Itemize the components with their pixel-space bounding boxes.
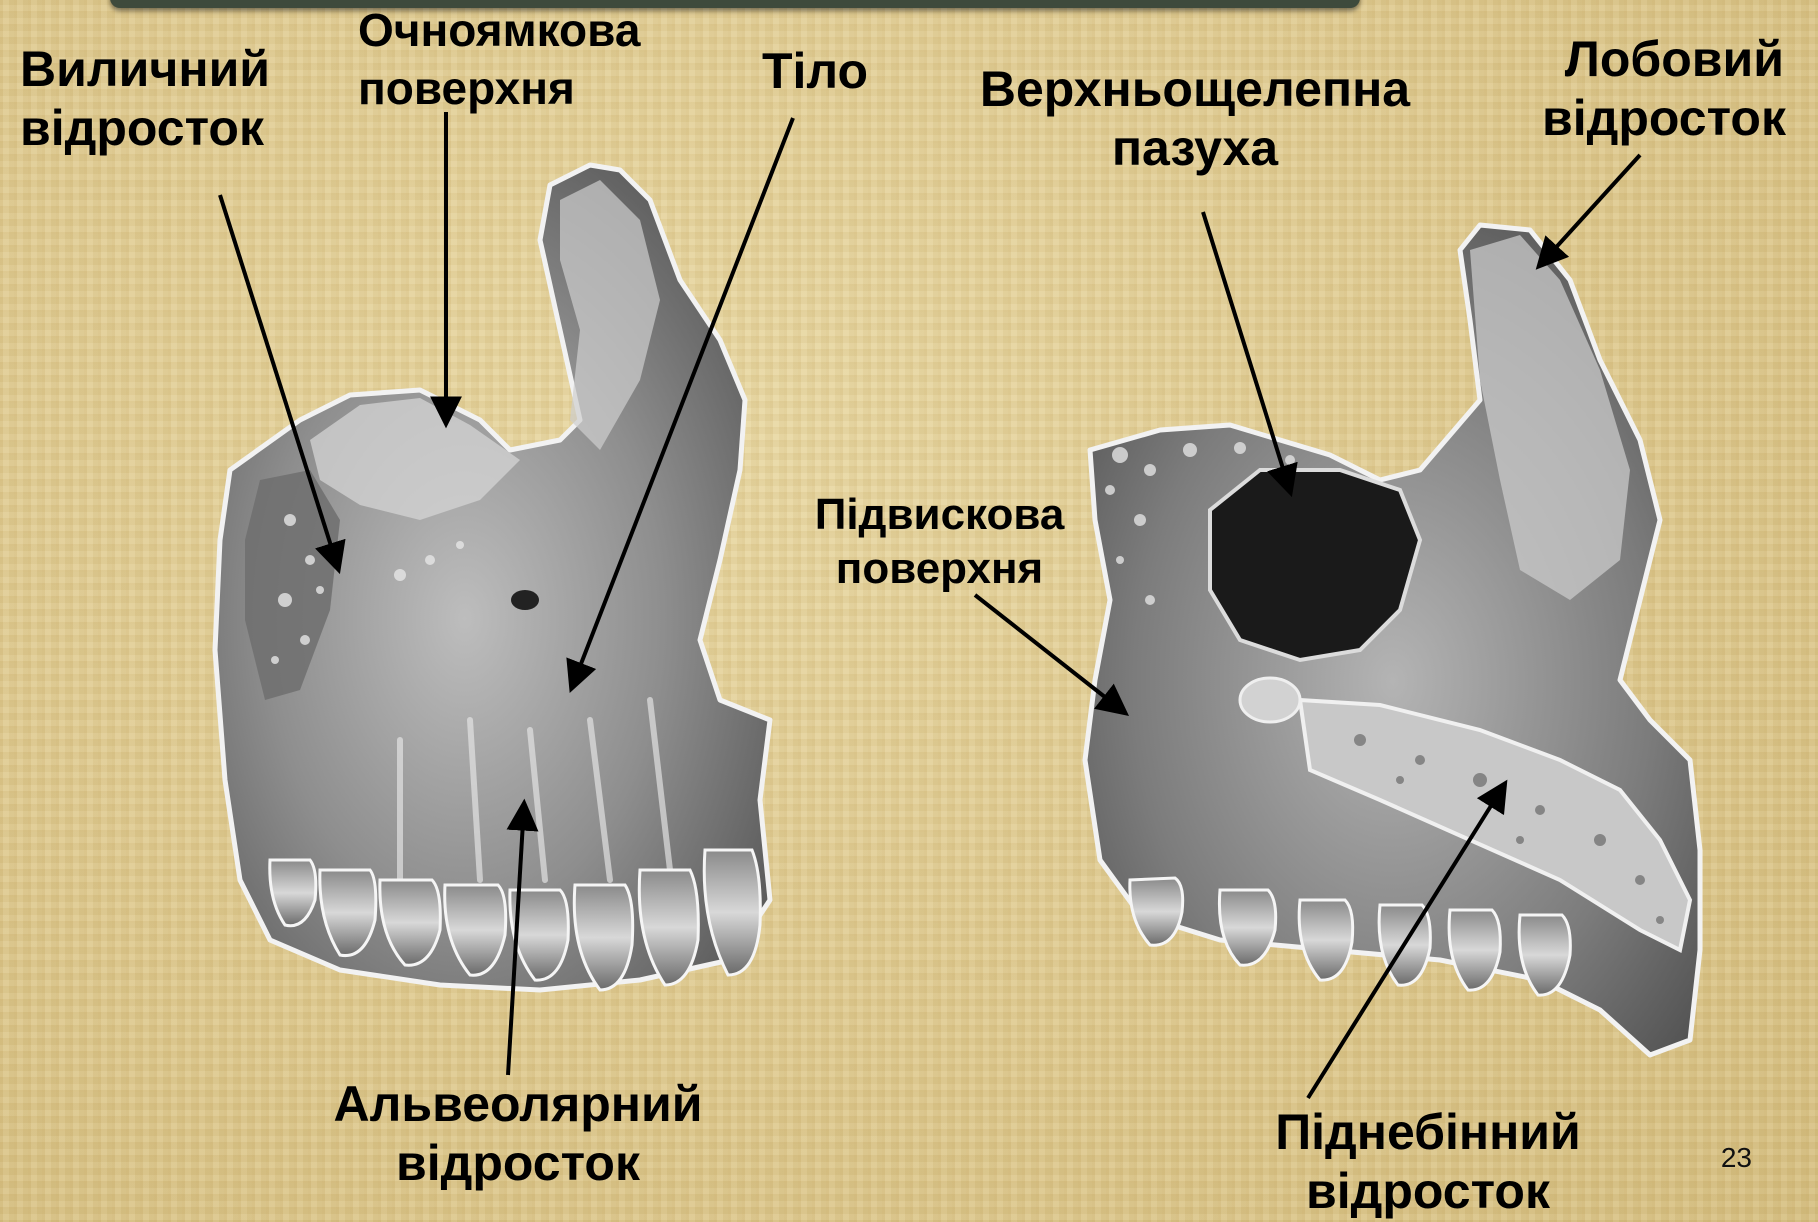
label-orbital-surface: Очноямкова поверхня: [358, 2, 640, 117]
label-palatine-process: Піднебінний відросток: [1258, 1103, 1598, 1221]
label-orbital-line1: Очноямкова: [358, 2, 640, 60]
label-infratemporal-surface: Підвискова поверхня: [812, 488, 1067, 595]
right-maxilla-drawing: [1085, 225, 1700, 1055]
label-body: Тіло: [762, 42, 868, 101]
slide-number: 23: [1721, 1142, 1752, 1174]
label-zygomatic-process: Виличний відросток: [20, 40, 270, 158]
label-frontal-line2: відросток: [1536, 89, 1786, 148]
label-palatine-line1: Піднебінний: [1258, 1103, 1598, 1162]
label-infratemporal-line1: Підвискова: [812, 488, 1067, 542]
label-body-line1: Тіло: [762, 42, 868, 101]
label-palatine-line2: відросток: [1258, 1162, 1598, 1221]
label-alveolar-line2: відросток: [318, 1134, 718, 1193]
label-maxillary-sinus: Верхньощелепна пазуха: [965, 60, 1425, 178]
label-alveolar-line1: Альвеолярний: [318, 1075, 718, 1134]
label-frontal-line1: Лобовий: [1536, 30, 1786, 89]
label-sinus-line2: пазуха: [965, 119, 1425, 178]
label-infratemporal-line2: поверхня: [812, 542, 1067, 596]
label-frontal-process: Лобовий відросток: [1536, 30, 1786, 148]
label-alveolar-process: Альвеолярний відросток: [318, 1075, 718, 1193]
left-maxilla-drawing: [215, 165, 770, 990]
label-zygomatic-line2: відросток: [20, 99, 270, 158]
label-sinus-line1: Верхньощелепна: [965, 60, 1425, 119]
label-orbital-line2: поверхня: [358, 60, 640, 118]
label-zygomatic-line1: Виличний: [20, 40, 270, 99]
